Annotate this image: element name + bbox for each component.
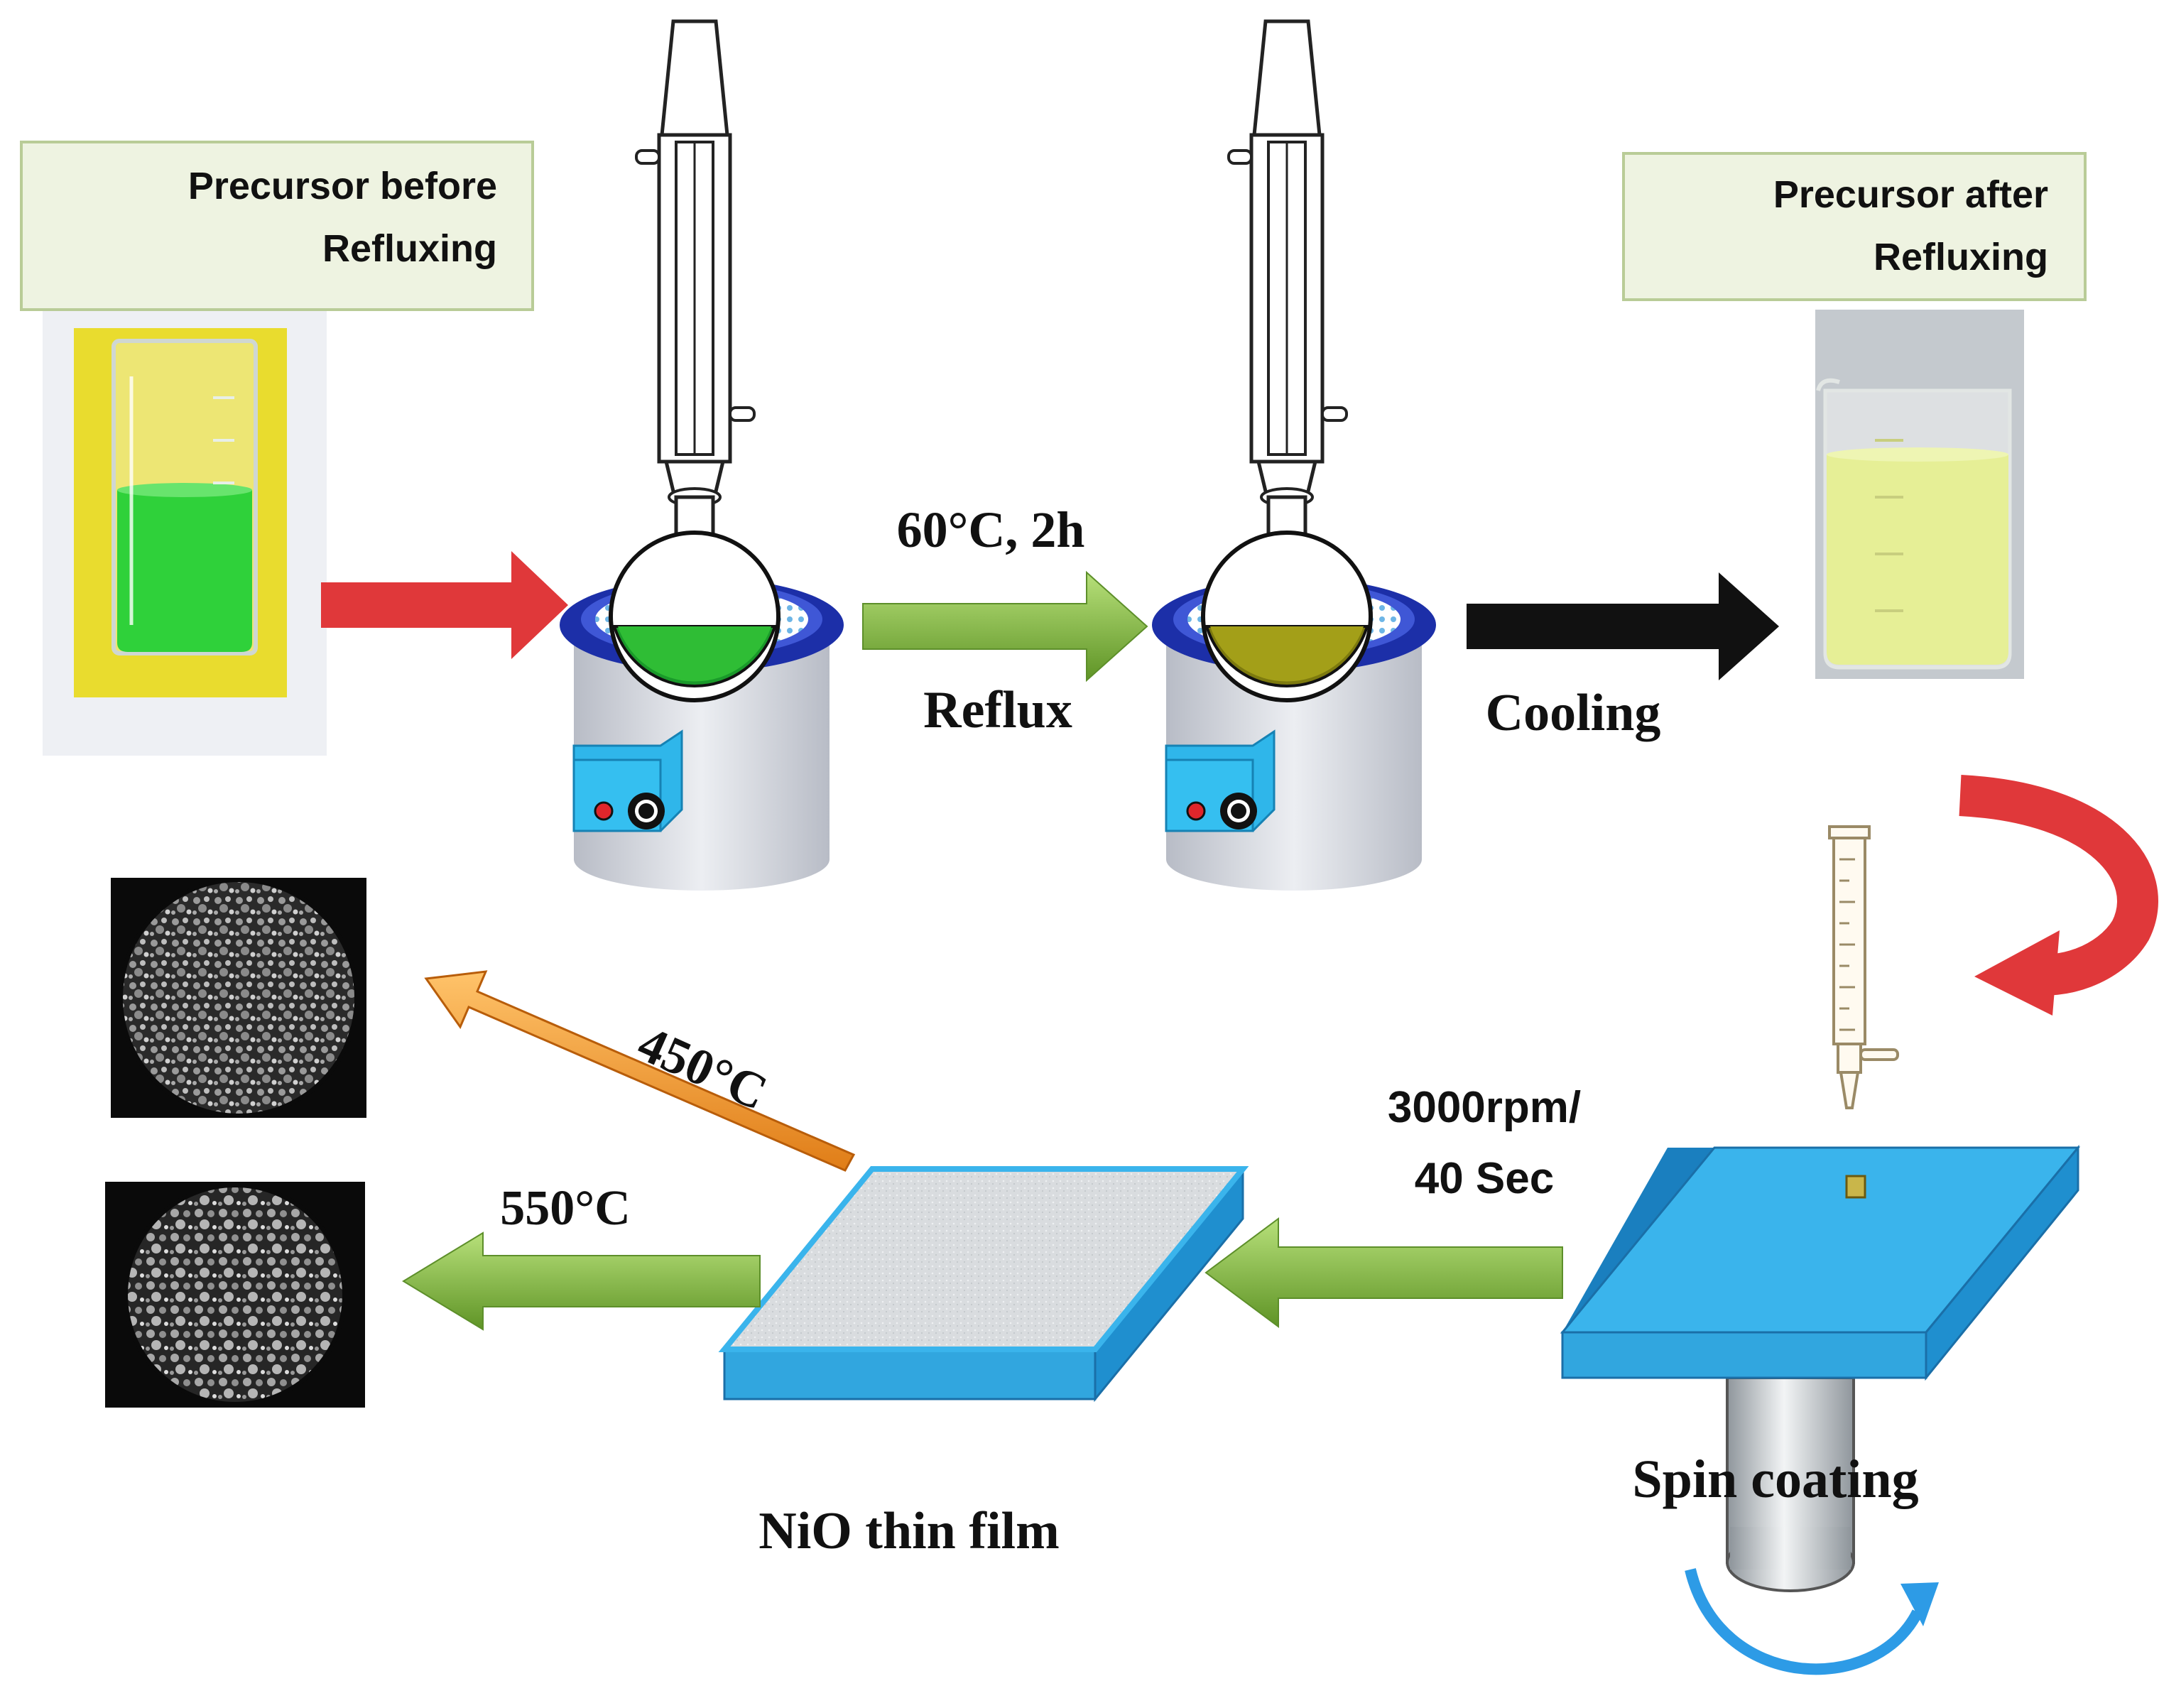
beaker-before-icon — [112, 339, 258, 656]
precursor-before-label-line1: Precursor before — [188, 165, 497, 207]
control-knob-after-icon — [1231, 803, 1246, 819]
precursor-before-label-box — [20, 141, 534, 311]
sem-image-550 — [105, 1182, 365, 1408]
precursor-before-label-line2: Refluxing — [322, 227, 497, 270]
nio-thin-film-icon — [718, 1165, 1249, 1403]
spin-speed-label-line1: 3000rpm/ — [1388, 1083, 1581, 1132]
control-knob-icon — [638, 803, 654, 819]
precursor-after-label-box — [1622, 152, 2087, 301]
red-arrow-to-reflux — [321, 551, 568, 659]
reflux-apparatus-before — [560, 19, 844, 891]
round-flask-olive-icon — [1201, 531, 1373, 702]
rotation-arrow-icon — [1900, 1582, 1939, 1626]
reflux-label: Reflux — [923, 681, 1072, 739]
green-arrow-550 — [402, 1231, 761, 1331]
green-arrow-reflux — [862, 570, 1148, 682]
black-arrow-cooling — [1467, 572, 1779, 680]
curved-red-arrow — [1959, 775, 2158, 1016]
power-indicator-icon — [594, 801, 614, 821]
beaker-after-icon — [1816, 378, 2012, 670]
spin-coating-label: Spin coating — [1632, 1449, 1918, 1509]
precursor-after-label-line2: Refluxing — [1874, 236, 2048, 278]
solution-drop-icon — [1845, 1175, 1866, 1199]
round-flask-green-icon — [609, 531, 781, 702]
precursor-after-panel: Precursor after Refluxing — [1622, 152, 2087, 679]
sem-image-450 — [111, 878, 366, 1118]
nio-thin-film-label: NiO thin film — [758, 1502, 1059, 1560]
reflux-apparatus-after — [1152, 19, 1436, 891]
cooling-label: Cooling — [1486, 684, 1661, 742]
green-arrow-to-film — [1204, 1217, 1563, 1328]
spin-speed-label-line2: 40 Sec — [1415, 1154, 1555, 1203]
power-indicator-after-icon — [1186, 801, 1206, 821]
anneal-550-label: 550°C — [500, 1181, 631, 1236]
spin-coater-icon — [1560, 1144, 2081, 1675]
reflux-conditions-label: 60°C, 2h — [897, 501, 1085, 558]
precursor-before-panel: Precursor before Refluxing — [20, 141, 534, 756]
orange-arrow-450 — [424, 970, 856, 1172]
burette-icon — [1828, 825, 1899, 1109]
condenser-after-icon — [1227, 19, 1348, 536]
condenser-icon — [635, 19, 756, 536]
precursor-after-label-line1: Precursor after — [1773, 173, 2048, 216]
